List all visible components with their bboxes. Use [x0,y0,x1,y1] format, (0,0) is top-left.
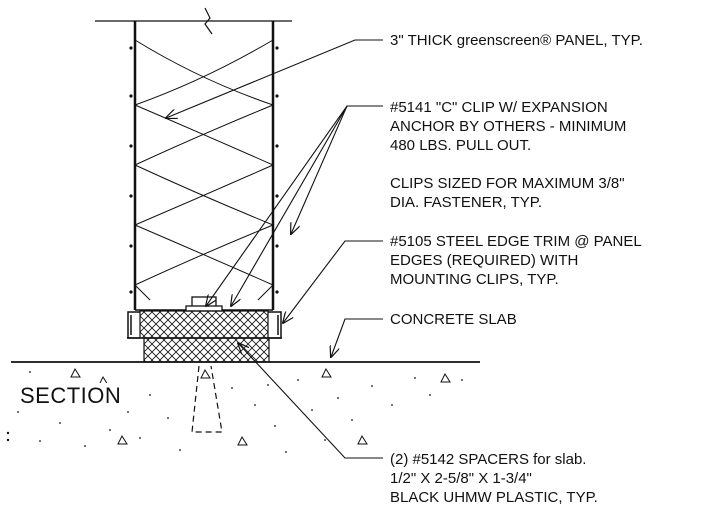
trim-callout-line: #5105 STEEL EDGE TRIM @ PANEL [390,233,642,250]
clip-callout-line: ANCHOR BY OTHERS - MINIMUM [390,118,627,135]
panel-wire-pattern [133,39,275,301]
clip-note-line: DIA. FASTENER, TYP. [390,194,542,211]
clip-callout-line: 480 LBS. PULL OUT. [390,137,532,154]
slab-callout-line: CONCRETE SLAB [390,311,517,328]
break-line [95,7,292,35]
panel-leader [166,39,383,118]
spacers-callout-line: 1/2" X 2-5/8" X 1-3/4" [390,470,532,487]
expansion-anchor [191,365,223,433]
c-clip [185,296,223,312]
clip-leader-2 [231,105,348,306]
trim-leader [283,240,383,323]
clip-leader-1 [206,105,383,306]
panel-callout-line: 3" THICK greenscreen® PANEL, TYP. [390,32,643,49]
concrete-aggregate [70,367,451,446]
greenscreen-panel [129,21,279,311]
panel-wire-dots [129,46,279,294]
trim-callout-line: MOUNTING CLIPS, TYP. [390,271,559,288]
trim-callout-line: EDGES (REQUIRED) WITH [390,252,579,269]
panel-callout: 3" THICK greenscreen® PANEL, TYP. [390,31,643,50]
slab-leader [331,318,383,357]
clip-callout-line: #5141 "C" CLIP W/ EXPANSION [390,99,608,116]
section-label: SECTION [18,383,124,409]
clip-callout: #5141 "C" CLIP W/ EXPANSION ANCHOR BY OT… [390,98,626,155]
clip-leader-3 [291,105,348,234]
concrete-speckles [6,371,463,453]
trim-callout: #5105 STEEL EDGE TRIM @ PANEL EDGES (REQ… [390,232,642,289]
clip-note-callout: CLIPS SIZED FOR MAXIMUM 3/8" DIA. FASTEN… [390,174,625,212]
spacers-callout-line: (2) #5142 SPACERS for slab. [390,451,587,468]
spacers-callout: (2) #5142 SPACERS for slab. 1/2" X 2-5/8… [390,450,598,507]
clip-note-line: CLIPS SIZED FOR MAXIMUM 3/8" [390,175,625,192]
spacers-callout-line: BLACK UHMW PLASTIC, TYP. [390,489,598,506]
slab-callout: CONCRETE SLAB [390,310,517,329]
spacers-leader [238,343,383,459]
leader-lines [166,39,383,459]
clip-crosshatch [139,310,269,339]
spacers [143,337,270,363]
